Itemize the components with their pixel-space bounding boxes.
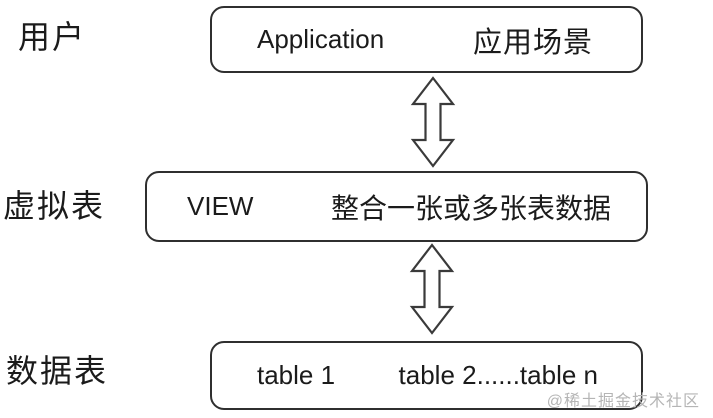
- view-box: VIEW 整合一张或多张表数据: [145, 171, 648, 242]
- view-box-description: 整合一张或多张表数据: [330, 192, 611, 224]
- double-arrow-icon: [409, 243, 455, 335]
- application-box: Application 应用场景: [210, 6, 643, 73]
- application-box-title: Application: [257, 24, 385, 54]
- watermark-text: @稀土掘金技术社区: [546, 393, 700, 410]
- row-label-virtual-table: 虚拟表: [3, 188, 106, 224]
- tables-box: table 1 table 2......table n: [210, 341, 643, 410]
- row-label-user: 用户: [18, 19, 87, 55]
- tables-box-table1: table 1: [257, 360, 336, 390]
- view-box-title: VIEW: [187, 191, 254, 221]
- double-arrow-icon: [410, 76, 456, 168]
- row-label-data-table: 数据表: [6, 353, 109, 389]
- application-box-description: 应用场景: [472, 26, 593, 59]
- tables-box-table-list: table 2......table n: [398, 360, 598, 390]
